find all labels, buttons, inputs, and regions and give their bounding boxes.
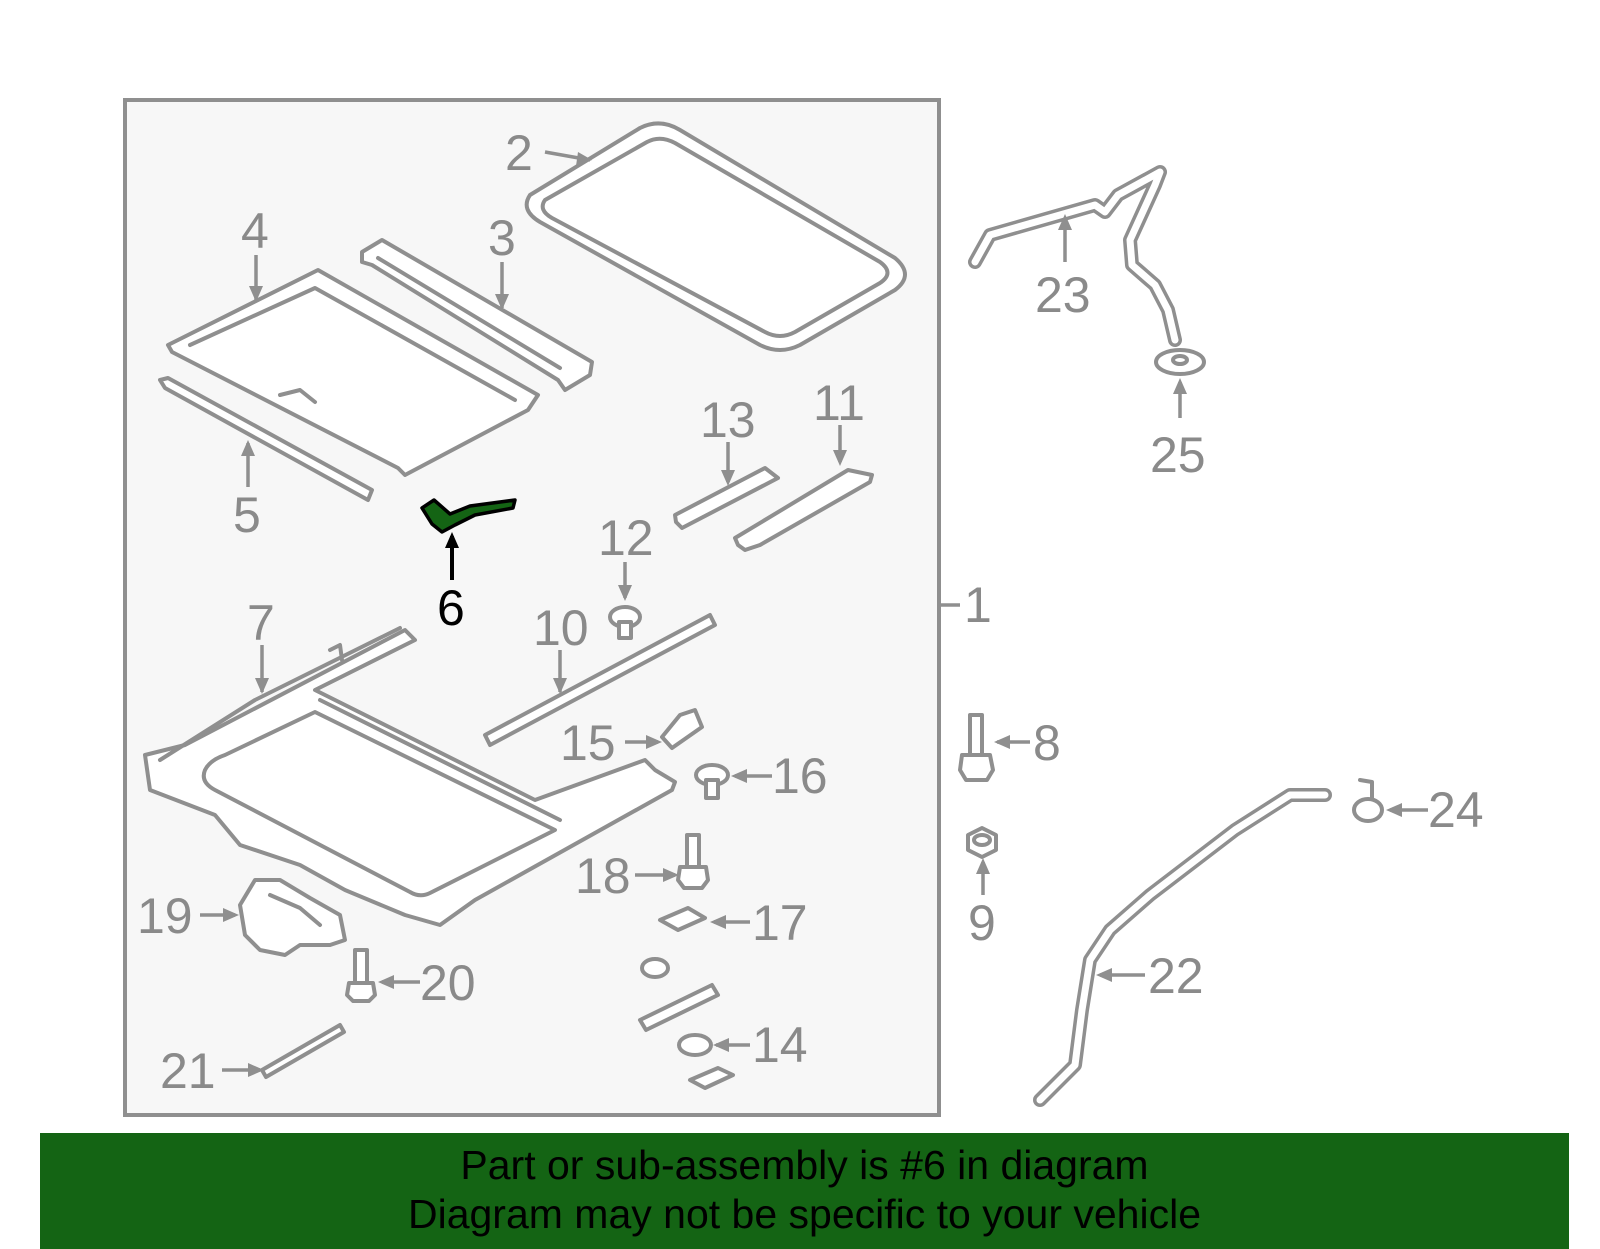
part-11-guide[interactable] [733,468,874,552]
label-20: 20 [420,955,476,1011]
part-18-bolt[interactable] [676,833,710,890]
part-13-rail[interactable] [673,466,780,530]
label-23: 23 [1035,267,1091,323]
part-5-seal-strip[interactable] [158,376,374,502]
part-8-bolt[interactable] [958,713,995,782]
part-24-hose-clamp[interactable] [1352,778,1384,823]
label-8: 8 [1033,715,1061,771]
part-labels: 1 2 3 4 5 6 7 8 9 10 11 12 13 14 15 16 1… [137,125,1484,1099]
banner-line-2: Diagram may not be specific to your vehi… [407,1191,1201,1237]
label-3: 3 [488,210,516,266]
label-7: 7 [247,595,275,651]
part-21-strip[interactable] [260,1023,346,1079]
part-10-rail-strip[interactable] [483,613,717,747]
label-1: 1 [964,577,992,633]
part-12-clip[interactable] [608,605,642,640]
label-11: 11 [813,375,865,431]
label-21: 21 [160,1043,216,1099]
label-4: 4 [241,203,269,259]
label-10: 10 [533,600,589,656]
label-13: 13 [700,392,756,448]
part-17-pad[interactable] [658,906,707,932]
banner-line-1: Part or sub-assembly is #6 in diagram [460,1142,1149,1188]
label-2: 2 [505,125,533,181]
label-14: 14 [752,1017,808,1073]
part-15-wedge[interactable] [660,708,704,750]
label-17: 17 [752,895,808,951]
part-16-clip[interactable] [694,763,730,800]
part-4-sunshade[interactable] [166,268,540,477]
label-19: 19 [137,888,193,944]
part-6-bracket[interactable] [420,498,517,534]
label-5: 5 [233,487,261,543]
part-7-frame[interactable] [143,626,677,927]
label-24: 24 [1428,782,1484,838]
label-22: 22 [1148,948,1204,1004]
label-16: 16 [772,748,828,804]
part-25-grommet[interactable] [1154,348,1206,376]
label-18: 18 [575,848,631,904]
part-20-bolt[interactable] [345,948,377,1003]
arrow-heads [223,152,1402,1077]
info-banner: Part or sub-assembly is #6 in diagram Di… [40,1133,1569,1249]
label-25: 25 [1150,427,1206,483]
label-12: 12 [598,510,654,566]
part-14-pin-set[interactable] [638,957,735,1090]
part-23-drain-hose[interactable] [968,165,1182,347]
part-9-nut[interactable] [966,826,998,859]
label-15: 15 [560,715,616,771]
part-3-deflector[interactable] [360,238,594,392]
label-6: 6 [437,580,465,636]
part-22-drain-hose[interactable] [1033,788,1332,1107]
label-9: 9 [968,895,996,951]
part-19-motor[interactable] [238,878,347,957]
part-2-glass-panel[interactable] [524,121,907,352]
